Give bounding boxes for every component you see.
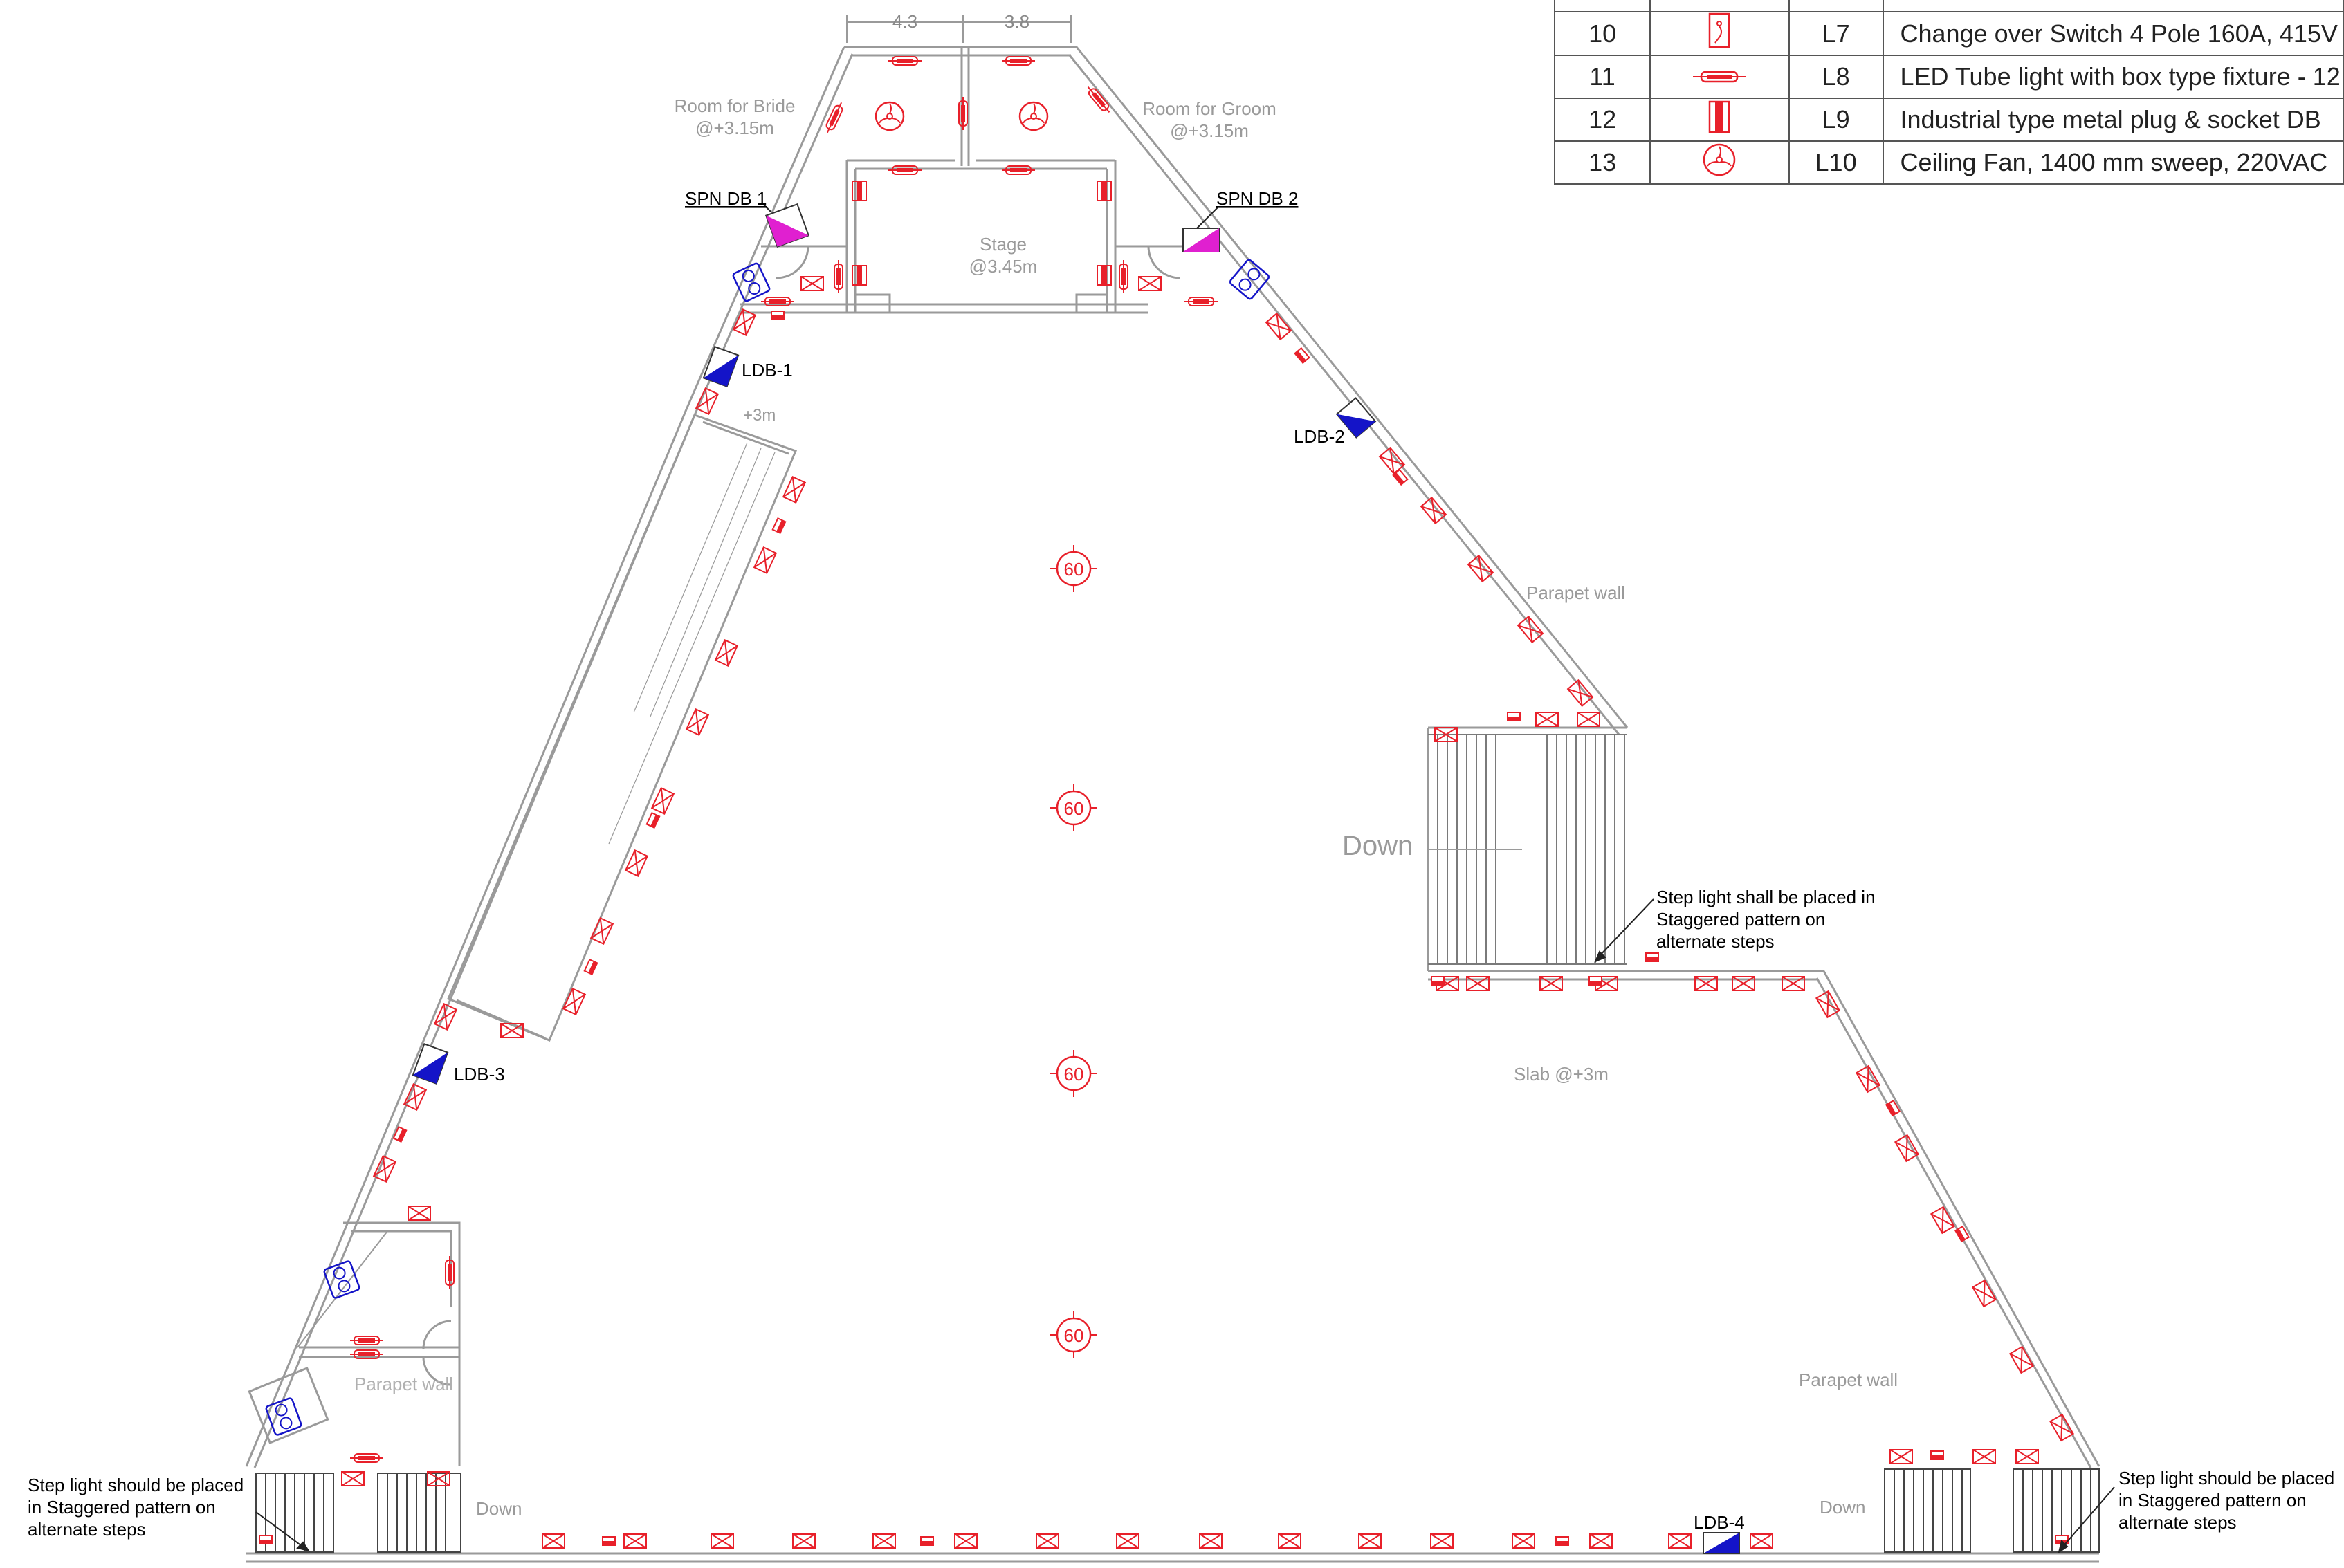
dimension-line — [846, 15, 1072, 43]
spn-db-2-symbol — [1182, 228, 1220, 252]
note-right-steps-line1: Step light should be placed — [2118, 1468, 2334, 1488]
ldb-4-symbol — [1703, 1532, 1740, 1554]
legend-code: L8 — [1788, 55, 1884, 99]
room-bride-name: Room for Bride — [675, 95, 796, 116]
slab-level-label: Slab @+3m — [1514, 1064, 1609, 1085]
legend-number: 13 — [1553, 140, 1651, 185]
legend-code: L9 — [1788, 98, 1884, 142]
legend-description: Change over Switch 4 Pole 160A, 415V — [1882, 11, 2344, 56]
dimension-left: 4.3 — [892, 11, 917, 32]
flood-light-2-rating: 60 — [1064, 798, 1084, 819]
industrial-socket-icon — [1649, 98, 1790, 142]
building-walls — [245, 46, 2100, 1563]
down-left-label: Down — [476, 1498, 522, 1519]
dimension-right: 3.8 — [1005, 11, 1029, 32]
legend-row: 12 L9 Industrial type metal plug & socke… — [1553, 98, 2344, 142]
ldb-3-symbol — [412, 1043, 449, 1085]
legend-number: 11 — [1553, 55, 1651, 99]
note-right-steps-line3: alternate steps — [2118, 1512, 2237, 1533]
left-staircase — [255, 1473, 461, 1553]
note-left-steps-line1: Step light should be placed — [28, 1475, 244, 1495]
note-center-steps-line1: Step light shall be placed in — [1656, 887, 1876, 907]
ldb-3-label: LDB-3 — [454, 1064, 505, 1085]
room-groom-level: @+3.15m — [1170, 120, 1249, 141]
note-right-steps-line2: in Staggered pattern on — [2118, 1490, 2307, 1511]
legend-description: LED Tube light with box type fixture - 1… — [1882, 55, 2344, 99]
legend-code: L10 — [1788, 140, 1884, 185]
led-tube-light-icon — [1649, 55, 1790, 99]
toilet-block — [248, 1221, 461, 1466]
tube-lights — [349, 56, 1218, 1463]
ac-units — [264, 258, 1271, 1437]
ramp — [447, 414, 797, 1042]
note-left-steps-line3: alternate steps — [28, 1519, 146, 1540]
distribution-boards — [412, 203, 1740, 1554]
legend-row: 13 L10 Ceiling Fan, 1400 mm sweep, 220VA… — [1553, 140, 2344, 185]
flood-light-4-rating: 60 — [1064, 1325, 1084, 1346]
ldb-2-symbol — [1335, 397, 1377, 439]
legend-number: 10 — [1553, 11, 1651, 56]
note-center-steps-line2: Staggered pattern on — [1656, 909, 1825, 930]
flood-light-1-rating: 60 — [1064, 559, 1084, 580]
ldb-4-label: LDB-4 — [1694, 1512, 1745, 1533]
legend-description: Ceiling Fan, 1400 mm sweep, 220VAC — [1882, 140, 2344, 185]
room-groom-name: Room for Groom — [1142, 98, 1276, 119]
flood-lights — [1049, 544, 1099, 1360]
legend-code: L7 — [1788, 11, 1884, 56]
ceiling-fan-icon — [1649, 140, 1790, 185]
spn-db-2-label: SPN DB 2 — [1216, 188, 1299, 209]
parapet-wall-bottom-right-label: Parapet wall — [1799, 1369, 1898, 1390]
note-left-steps-line2: in Staggered pattern on — [28, 1497, 216, 1518]
parapet-wall-left-label: Parapet wall — [354, 1374, 453, 1394]
legend-table: 10 L7 Change over Switch 4 Pole 160A, 41… — [1553, 0, 2344, 185]
ldb-2-label: LDB-2 — [1294, 426, 1345, 447]
flood-light-3-rating: 60 — [1064, 1064, 1084, 1085]
ldb-1-label: LDB-1 — [742, 360, 793, 380]
ldb-1-symbol — [702, 346, 740, 387]
changeover-switch-icon — [1649, 11, 1790, 56]
legend-row-partial — [1553, 0, 2344, 12]
legend-number: 12 — [1553, 98, 1651, 142]
legend-row: 10 L7 Change over Switch 4 Pole 160A, 41… — [1553, 11, 2344, 56]
down-right-label: Down — [1820, 1497, 1865, 1518]
note-center-steps-line3: alternate steps — [1656, 931, 1775, 952]
stage-level: @3.45m — [969, 256, 1038, 277]
right-staircase — [1884, 1468, 2100, 1553]
legend-row: 11 L8 LED Tube light with box type fixtu… — [1553, 55, 2344, 99]
down-main-label: Down — [1342, 831, 1413, 861]
parapet-wall-right-label: Parapet wall — [1526, 582, 1625, 603]
legend-description: Industrial type metal plug & socket DB — [1882, 98, 2344, 142]
room-bride-level: @+3.15m — [695, 118, 774, 138]
spn-db-1-label: SPN DB 1 — [685, 188, 767, 209]
stage-name: Stage — [980, 234, 1027, 255]
ramp-level-label: +3m — [743, 406, 776, 425]
spn-db-1-symbol — [764, 203, 810, 248]
note-leaders — [255, 849, 2115, 1554]
